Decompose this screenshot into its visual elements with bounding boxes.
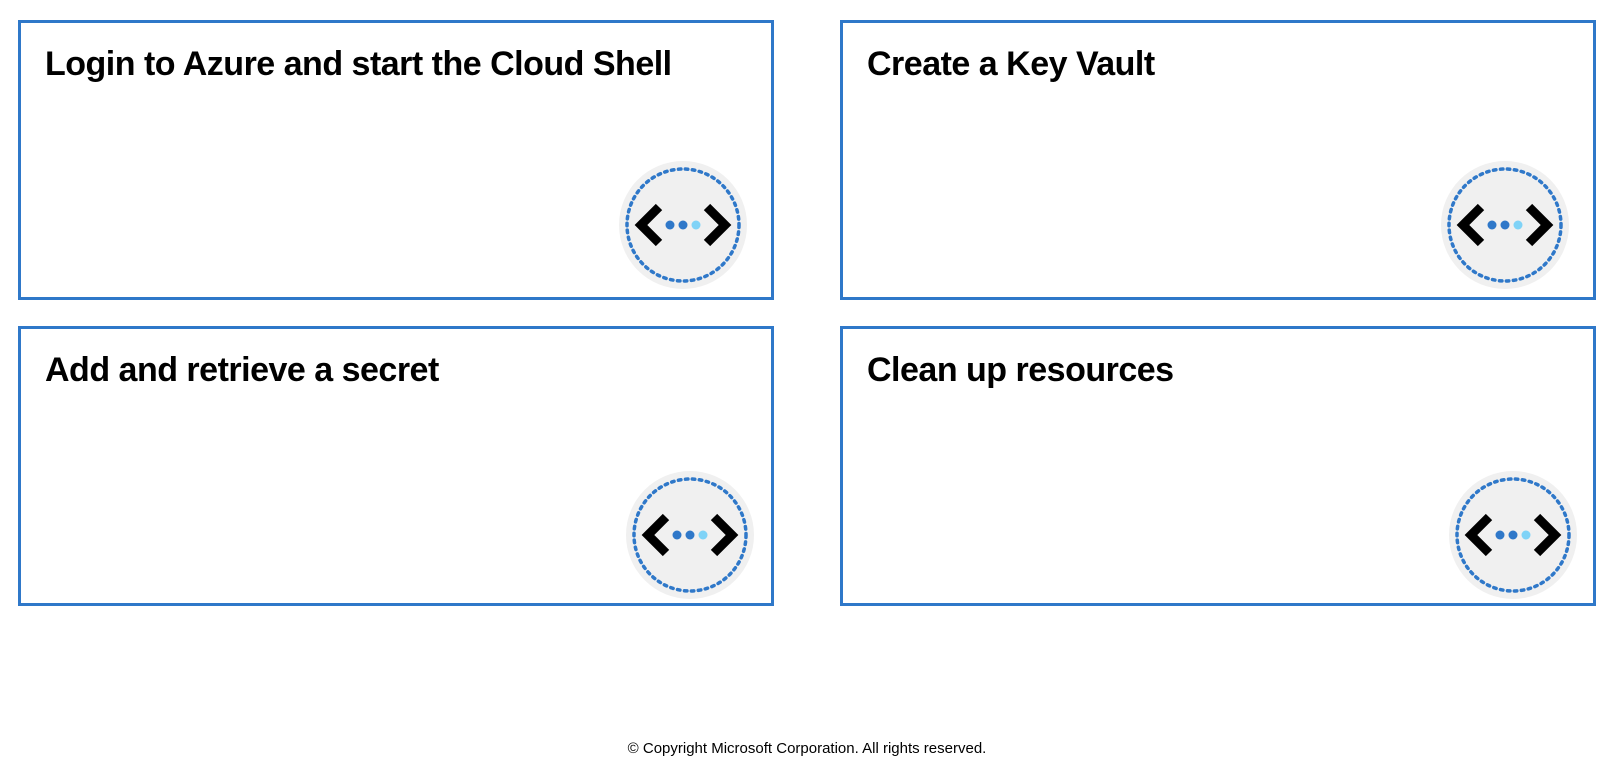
code-icon bbox=[619, 161, 747, 289]
card-title: Add and retrieve a secret bbox=[45, 351, 439, 389]
card-title: Clean up resources bbox=[867, 351, 1174, 389]
code-icon bbox=[626, 471, 754, 599]
card-title: Login to Azure and start the Cloud Shell bbox=[45, 45, 672, 83]
code-icon bbox=[1449, 471, 1577, 599]
card-login-cloud-shell[interactable]: Login to Azure and start the Cloud Shell bbox=[18, 20, 774, 300]
card-clean-up-resources[interactable]: Clean up resources bbox=[840, 326, 1596, 606]
card-create-key-vault[interactable]: Create a Key Vault bbox=[840, 20, 1596, 300]
copyright-footer: © Copyright Microsoft Corporation. All r… bbox=[627, 740, 987, 757]
card-title: Create a Key Vault bbox=[867, 45, 1155, 83]
code-icon bbox=[1441, 161, 1569, 289]
card-add-retrieve-secret[interactable]: Add and retrieve a secret bbox=[18, 326, 774, 606]
